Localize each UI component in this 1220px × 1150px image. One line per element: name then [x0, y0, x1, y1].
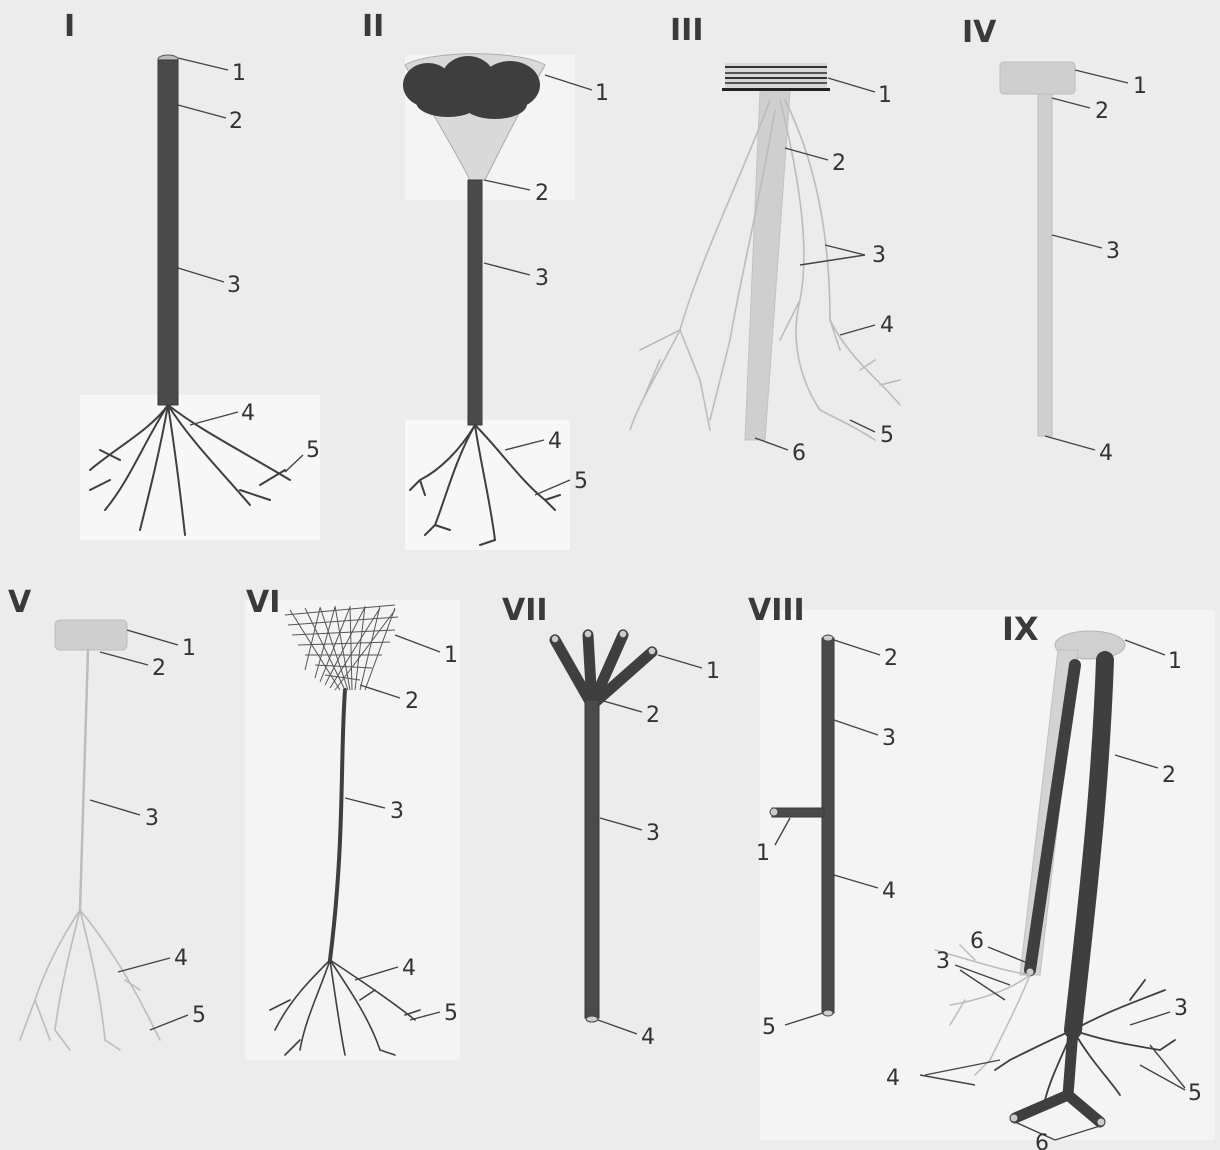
process-shaft: [822, 638, 834, 1013]
label-V-4: 4: [174, 946, 188, 971]
cell-body-block: [1000, 62, 1075, 94]
basal-branches: [20, 910, 160, 1050]
panel-title-V: V: [8, 585, 32, 620]
side-branch: [772, 808, 824, 817]
label-VII-2: 2: [646, 703, 660, 728]
label-II-3: 3: [535, 266, 549, 291]
label-IX-6-top: 6: [970, 929, 984, 954]
panel-IV: IV 1 2 3 4: [962, 15, 1147, 466]
panel-title-IX: IX: [1002, 610, 1039, 648]
label-VIII-5: 5: [762, 1015, 776, 1040]
label-VII-3: 3: [646, 821, 660, 846]
label-III-3: 3: [872, 243, 886, 268]
process-shaft: [80, 650, 88, 910]
dendrite-shaft: [468, 180, 482, 425]
bottom-cap: [823, 1010, 833, 1016]
label-III-5: 5: [880, 423, 894, 448]
panel-title-IV: IV: [962, 15, 997, 50]
fan-branches: [555, 635, 652, 705]
dark-lobes: [403, 56, 540, 119]
panel-III: III 1 2 3 4 5 6: [630, 13, 900, 466]
label-III-4: 4: [880, 313, 894, 338]
label-V-1: 1: [182, 636, 196, 661]
label-VI-2: 2: [405, 689, 419, 714]
process-shaft: [1038, 94, 1052, 436]
label-IX-3-right: 3: [1174, 996, 1188, 1021]
panel-bg: [245, 600, 460, 1060]
panel-VII: VII 1 2 3 4: [502, 593, 720, 1050]
top-cap: [823, 635, 833, 641]
panel-title-VI: VI: [246, 585, 280, 620]
label-VIII-1: 1: [756, 841, 770, 866]
label-VIII-4: 4: [882, 879, 896, 904]
label-I-3: 3: [227, 273, 241, 298]
panel-title-III: III: [670, 13, 704, 48]
label-VIII-3: 3: [882, 726, 896, 751]
label-IX-3-left: 3: [936, 949, 950, 974]
label-IV-3: 3: [1106, 239, 1120, 264]
label-IX-5: 5: [1188, 1081, 1202, 1106]
label-IV-2: 2: [1095, 99, 1109, 124]
label-VI-3: 3: [390, 799, 404, 824]
panel-title-VII: VII: [502, 593, 548, 628]
panel-V: V 1 2 3 4 5: [8, 585, 206, 1050]
label-IX-6-bottom: 6: [1035, 1131, 1049, 1150]
panel-title-I: I: [64, 9, 75, 44]
label-VI-5: 5: [444, 1001, 458, 1026]
side-tip: [770, 808, 778, 816]
label-I-4: 4: [241, 401, 255, 426]
layered-bar: [722, 63, 830, 91]
label-VI-1: 1: [444, 643, 458, 668]
label-V-5: 5: [192, 1003, 206, 1028]
dendrite-shaft: [158, 60, 178, 405]
label-IV-4: 4: [1099, 441, 1113, 466]
panel-bg: [80, 395, 320, 540]
label-I-2: 2: [229, 109, 243, 134]
label-VII-1: 1: [706, 659, 720, 684]
label-VII-4: 4: [641, 1025, 655, 1050]
panel-title-VIII: VIII: [748, 593, 805, 628]
label-III-1: 1: [878, 83, 892, 108]
end-cap: [586, 1016, 598, 1022]
label-II-2: 2: [535, 181, 549, 206]
label-IX-4: 4: [886, 1066, 900, 1091]
label-III-2: 2: [832, 151, 846, 176]
label-IV-1: 1: [1133, 74, 1147, 99]
label-I-5: 5: [306, 438, 320, 463]
label-VI-4: 4: [402, 956, 416, 981]
process-shaft: [585, 700, 599, 1018]
cell-body-block: [55, 620, 127, 650]
label-V-2: 2: [152, 656, 166, 681]
label-IX-1: 1: [1168, 649, 1182, 674]
label-VIII-2: 2: [884, 646, 898, 671]
label-V-3: 3: [145, 806, 159, 831]
panel-title-II: II: [362, 9, 384, 44]
label-II-1: 1: [595, 81, 609, 106]
label-II-4: 4: [548, 429, 562, 454]
label-I-1: 1: [232, 61, 246, 86]
label-IX-2: 2: [1162, 763, 1176, 788]
label-III-6: 6: [792, 441, 806, 466]
label-II-5: 5: [574, 469, 588, 494]
